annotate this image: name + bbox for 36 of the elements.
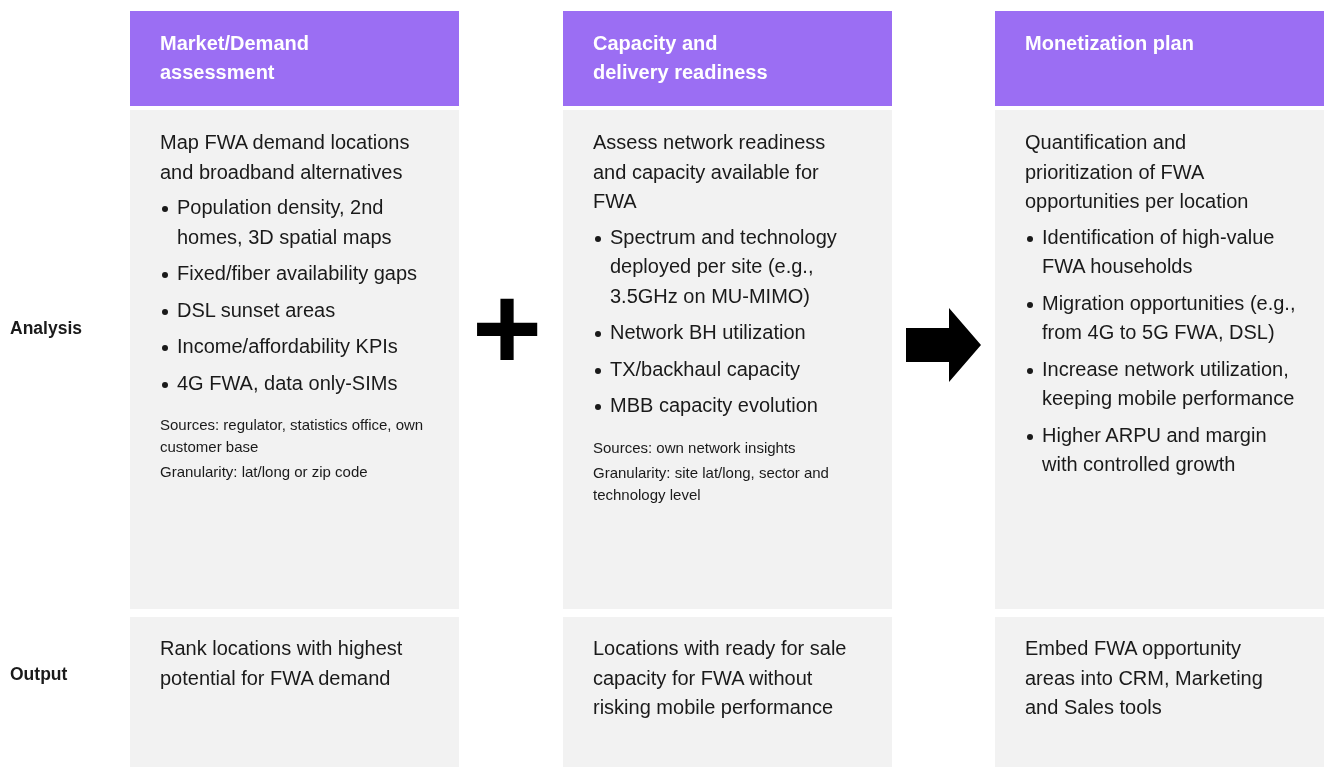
header-bar [563,11,892,106]
block-arrow [906,308,981,382]
bullet-text: 4G FWA, data only-SIMs [177,370,398,396]
bullet-text: Higher ARPU and margin with controlled growth [1042,422,1268,477]
column-title: Monetization plan [1025,31,1195,56]
bullet-text: TX/backhaul capacity [610,356,801,382]
row-label: Analysis [10,318,82,339]
bullet-text: DSL sunset areas [177,297,336,323]
output-text: Rank locations with highest potential for FWA demand [160,636,404,691]
intro-text: Map FWA demand locations and broadband alternatives [160,130,411,185]
output-text: Embed FWA opportunity areas into CRM, Marketing and Sales tools [1025,636,1264,720]
output-text: Locations with ready for sale capacity for FWA without risking mobile performance [593,636,848,720]
intro-text: Quantification and prioritization of FWA opportunities per location [1025,130,1250,214]
source-note: Granularity: lat/long or zip code [160,462,369,482]
analysis-card [563,110,892,609]
bullet-text: Migration opportunities (e.g., from 4G to 5G FWA, DSL) [1042,290,1296,345]
bullet-text: Fixed/fiber availability gaps [177,261,418,286]
bullet-text: MBB capacity evolution [610,393,818,418]
column-title: Capacity and delivery readiness [593,31,769,85]
intro-text: Assess network readiness and capacity available for FWA [593,130,827,214]
plus-sign: + [472,278,543,378]
header-bar [995,11,1324,106]
source-note: Granularity: site lat/long, sector and technology level [593,462,830,505]
source-note: Sources: own network insights [593,437,797,458]
row-label: Output [10,664,68,685]
analysis-card [995,110,1324,609]
bullet-text: Income/affordability KPIs [177,334,398,359]
bullet-text: Network BH utilization [610,320,806,345]
source-note: Sources: regulator, statistics office, own customer base [160,415,425,457]
header-bar [130,11,459,106]
bullet-text: Population density, 2nd homes, 3D spatial maps [177,195,393,250]
column-title: Market/Demand assessment [160,31,310,85]
bullet-text: Increase network utilization, keeping mobile performance [1042,356,1296,411]
bullet-text: Spectrum and technology deployed per site (e.g., 3.5GHz on MU-MIMO) [610,224,838,309]
bullet-text: Identification of high-value FWA households [1042,224,1276,279]
analysis-card [130,110,459,609]
